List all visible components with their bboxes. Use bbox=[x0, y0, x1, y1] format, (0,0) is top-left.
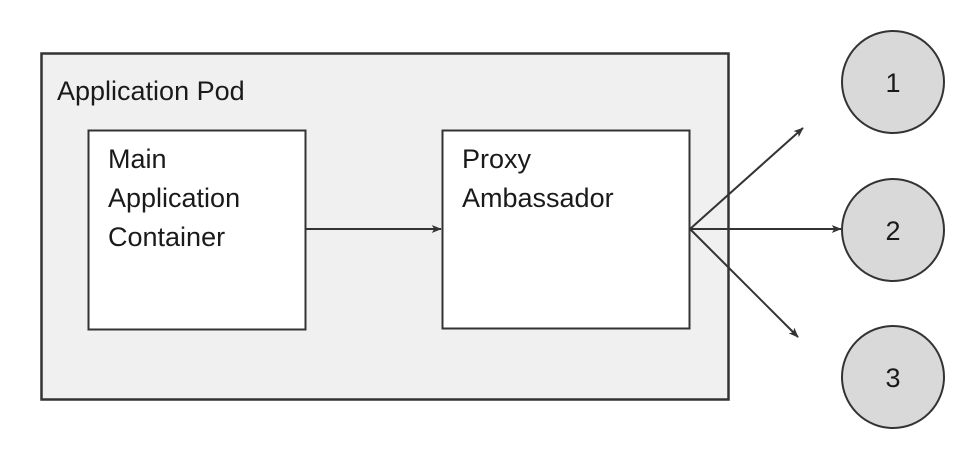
arrow-proxy-to-endpoint-3 bbox=[689, 228, 799, 338]
endpoint-3-label: 3 bbox=[885, 363, 900, 393]
application-pod-label: Application Pod bbox=[57, 76, 245, 106]
proxy-ambassador-box bbox=[441, 129, 691, 330]
proxy-ambassador-line-2: Ambassador bbox=[462, 183, 614, 213]
main-application-container-box bbox=[87, 129, 307, 331]
endpoint-1-circle bbox=[841, 30, 945, 134]
endpoint-2-label: 2 bbox=[885, 216, 900, 246]
endpoint-1-label: 1 bbox=[885, 68, 900, 98]
main-application-container-line-3: Container bbox=[108, 222, 225, 252]
main-application-container-line-2: Application bbox=[108, 183, 240, 213]
endpoint-3-circle bbox=[841, 325, 945, 429]
arrow-proxy-to-endpoint-1 bbox=[689, 127, 804, 230]
main-application-container-line-1: Main bbox=[108, 144, 167, 174]
endpoint-2-circle bbox=[841, 178, 945, 282]
proxy-ambassador-line-1: Proxy bbox=[462, 144, 532, 174]
